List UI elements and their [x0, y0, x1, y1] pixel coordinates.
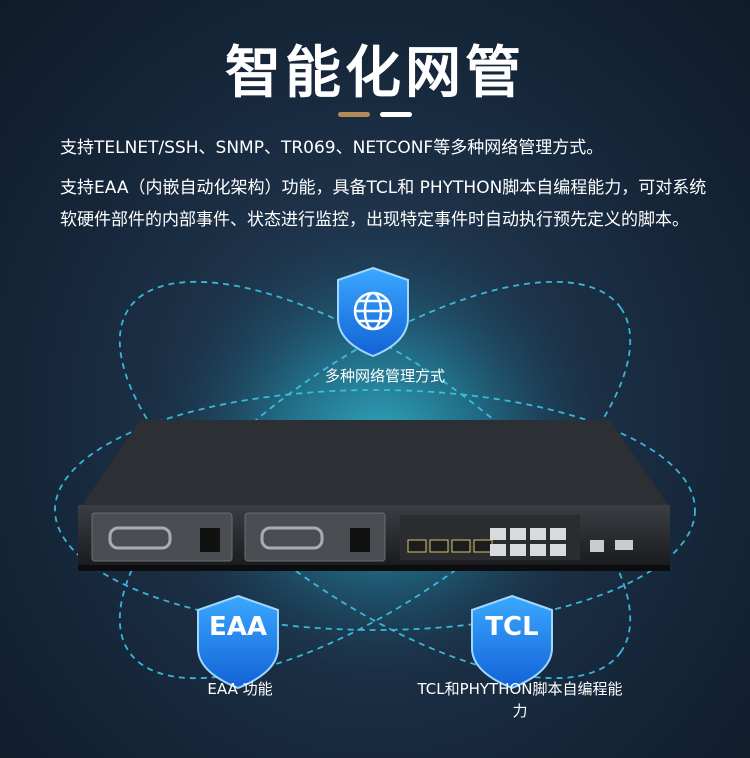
shield-globe-badge	[337, 266, 409, 358]
label-tcl-python: TCL和PHYTHON脚本自编程能力	[417, 680, 623, 720]
label-eaa: EAA 功能	[207, 680, 273, 698]
console-port	[590, 540, 604, 552]
globe-icon	[353, 291, 393, 331]
network-device	[78, 420, 670, 571]
orbit-horizontal	[54, 389, 696, 631]
feature-paragraph-1: 支持TELNET/SSH、SNMP、TR069、NETCONF等多种网络管理方式…	[60, 138, 604, 158]
eaa-badge-text: EAA	[208, 612, 267, 642]
ethernet-ports	[490, 528, 566, 556]
title-divider-gold	[338, 112, 370, 117]
device-top	[82, 420, 668, 505]
label-network-management: 多种网络管理方式	[324, 367, 445, 385]
usb-port	[615, 540, 633, 550]
feature-paragraph-2: 支持EAA（内嵌自动化架构）功能，具备TCL和 PHYTHON脚本自编程能力，可…	[60, 178, 707, 230]
title-divider-white	[380, 112, 412, 117]
shield-icon	[197, 594, 279, 690]
orbit-lines	[54, 280, 696, 680]
page-title: 智能化网管	[225, 41, 525, 106]
tcl-badge-text: TCL	[485, 612, 539, 642]
orbit-diagonal-2	[118, 280, 632, 680]
shield-icon	[471, 594, 553, 690]
orbit-diagonal-1	[118, 280, 632, 680]
